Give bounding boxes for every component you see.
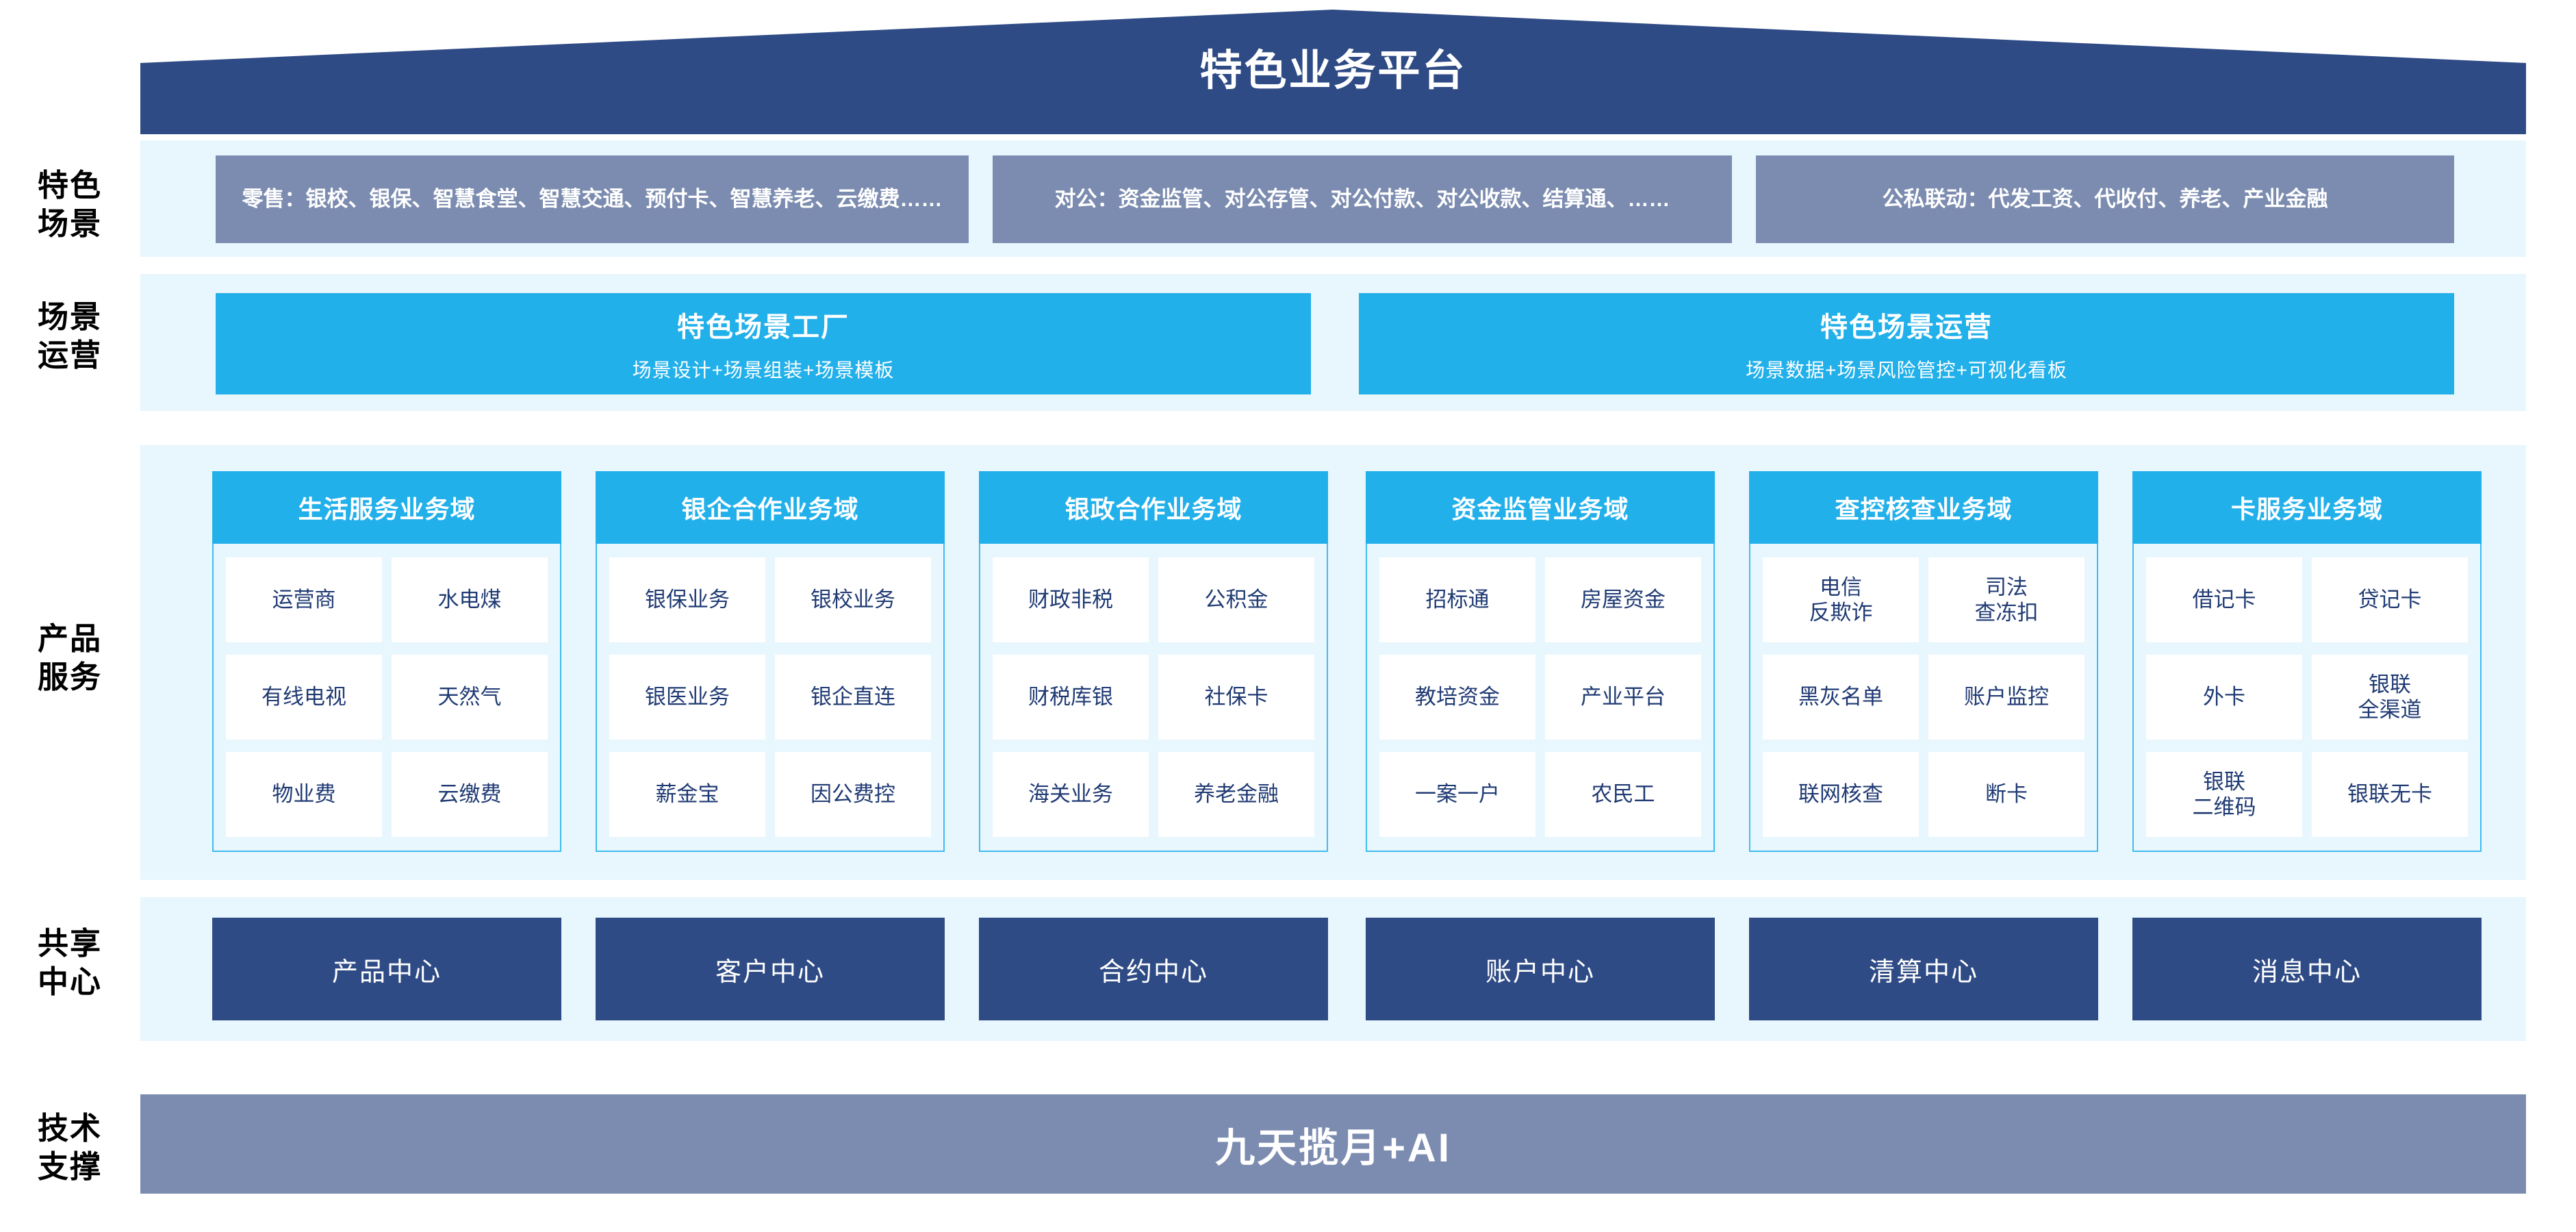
scene-band: 零售：银校、银保、智慧食堂、智慧交通、预付卡、智慧养老、云缴费…… 对公：资金监… [140,140,2526,257]
domain-card-bank-government[interactable]: 银政合作业务域 财政非税 公积金 财税库银 社保卡 海关业务 养老金融 [979,471,1328,852]
domain-cell[interactable]: 联网核查 [1763,752,1919,837]
domain-cell[interactable]: 天然气 [392,655,548,740]
rail-label-tech: 技术 支撑 [37,1111,102,1185]
domain-card-life-service[interactable]: 生活服务业务域 运营商 水电煤 有线电视 天然气 物业费 云缴费 [212,471,561,852]
rail-label-ops: 场景 运营 [37,299,102,373]
domain-cell[interactable]: 外卡 [2146,655,2302,740]
ops-factory-title: 特色场景工厂 [677,312,850,342]
domain-cell[interactable]: 养老金融 [1158,752,1314,837]
scene-box-retail[interactable]: 零售：银校、银保、智慧食堂、智慧交通、预付卡、智慧养老、云缴费…… [216,155,969,243]
ops-factory-subtitle: 场景设计+场景组装+场景模板 [632,360,895,381]
domain-title-life-service: 生活服务业务域 [212,471,561,544]
scene-box-public-private[interactable]: 公私联动：代发工资、代收付、养老、产业金融 [1756,155,2454,243]
domain-cell[interactable]: 银联 二维码 [2146,752,2302,837]
ops-operation-subtitle: 场景数据+场景风险管控+可视化看板 [1746,360,2067,381]
domain-cell[interactable]: 房屋资金 [1545,557,1701,642]
domain-cell[interactable]: 财税库银 [993,655,1149,740]
domain-cell[interactable]: 有线电视 [226,655,382,740]
domain-card-investigation[interactable]: 查控核查业务域 电信 反欺诈 司法 查冻扣 黑灰名单 账户监控 联网核查 断卡 [1749,471,2098,852]
domain-title-fund-supervision: 资金监管业务域 [1366,471,1715,544]
domain-cell[interactable]: 薪金宝 [609,752,765,837]
share-box-contract[interactable]: 合约中心 [979,918,1328,1020]
domain-grid-card-service: 借记卡 贷记卡 外卡 银联 全渠道 银联 二维码 银联无卡 [2134,544,2480,851]
domain-grid-investigation: 电信 反欺诈 司法 查冻扣 黑灰名单 账户监控 联网核查 断卡 [1750,544,2097,851]
domain-cell[interactable]: 银联 全渠道 [2312,655,2468,740]
rail-label-scene: 特色 场景 [37,168,102,242]
domain-cell[interactable]: 公积金 [1158,557,1314,642]
domain-cell[interactable]: 一案一户 [1379,752,1535,837]
domain-cell[interactable]: 运营商 [226,557,382,642]
ops-operation-title: 特色场景运营 [1820,312,1993,342]
domain-title-investigation: 查控核查业务域 [1749,471,2098,544]
domain-cell[interactable]: 银企直连 [775,655,931,740]
domain-cell[interactable]: 农民工 [1545,752,1701,837]
ops-box-factory[interactable]: 特色场景工厂 场景设计+场景组装+场景模板 [216,293,1311,394]
domain-grid-bank-government: 财政非税 公积金 财税库银 社保卡 海关业务 养老金融 [980,544,1327,851]
share-box-product[interactable]: 产品中心 [212,918,561,1020]
domain-grid-fund-supervision: 招标通 房屋资金 教培资金 产业平台 一案一户 农民工 [1367,544,1713,851]
domain-cell[interactable]: 断卡 [1928,752,2084,837]
domain-cell[interactable]: 银保业务 [609,557,765,642]
domain-cell[interactable]: 司法 查冻扣 [1928,557,2084,642]
domain-cell[interactable]: 水电煤 [392,557,548,642]
domain-cell[interactable]: 贷记卡 [2312,557,2468,642]
domain-card-card-service[interactable]: 卡服务业务域 借记卡 贷记卡 外卡 银联 全渠道 银联 二维码 银联无卡 [2132,471,2482,852]
domain-cell[interactable]: 物业费 [226,752,382,837]
domain-cell[interactable]: 账户监控 [1928,655,2084,740]
share-box-customer[interactable]: 客户中心 [596,918,945,1020]
domain-cell[interactable]: 云缴费 [392,752,548,837]
domain-title-bank-enterprise: 银企合作业务域 [596,471,945,544]
domain-cell[interactable]: 招标通 [1379,557,1535,642]
domain-cell[interactable]: 因公费控 [775,752,931,837]
domain-cell[interactable]: 海关业务 [993,752,1149,837]
ops-box-operation[interactable]: 特色场景运营 场景数据+场景风险管控+可视化看板 [1359,293,2454,394]
platform-title: 特色业务平台 [1199,47,1467,95]
domain-cell[interactable]: 产业平台 [1545,655,1701,740]
domain-cell[interactable]: 教培资金 [1379,655,1535,740]
product-band: 生活服务业务域 运营商 水电煤 有线电视 天然气 物业费 云缴费 银企合作业务域… [140,445,2526,880]
rail-label-share: 共享 中心 [37,926,102,1000]
domain-cell[interactable]: 银联无卡 [2312,752,2468,837]
ops-band: 特色场景工厂 场景设计+场景组装+场景模板 特色场景运营 场景数据+场景风险管控… [140,274,2526,411]
domain-title-card-service: 卡服务业务域 [2132,471,2482,544]
domain-cell[interactable]: 黑灰名单 [1763,655,1919,740]
platform-roof-banner: 特色业务平台 [140,10,2526,134]
domain-cell[interactable]: 电信 反欺诈 [1763,557,1919,642]
domain-title-bank-government: 银政合作业务域 [979,471,1328,544]
domain-cell[interactable]: 银医业务 [609,655,765,740]
share-box-account[interactable]: 账户中心 [1366,918,1715,1020]
domain-card-bank-enterprise[interactable]: 银企合作业务域 银保业务 银校业务 银医业务 银企直连 薪金宝 因公费控 [596,471,945,852]
domain-grid-bank-enterprise: 银保业务 银校业务 银医业务 银企直连 薪金宝 因公费控 [597,544,943,851]
domain-grid-life-service: 运营商 水电煤 有线电视 天然气 物业费 云缴费 [214,544,560,851]
tech-support-bar[interactable]: 九天揽月+AI [140,1094,2526,1194]
share-box-message[interactable]: 消息中心 [2132,918,2482,1020]
domain-cell[interactable]: 银校业务 [775,557,931,642]
rail-label-product: 产品 服务 [37,621,102,695]
domain-cell[interactable]: 财政非税 [993,557,1149,642]
share-box-clearing[interactable]: 清算中心 [1749,918,2098,1020]
domain-cell[interactable]: 借记卡 [2146,557,2302,642]
domain-card-fund-supervision[interactable]: 资金监管业务域 招标通 房屋资金 教培资金 产业平台 一案一户 农民工 [1366,471,1715,852]
share-band: 产品中心 客户中心 合约中心 账户中心 清算中心 消息中心 [140,897,2526,1041]
scene-box-corporate[interactable]: 对公：资金监管、对公存管、对公付款、对公收款、结算通、…… [993,155,1732,243]
domain-cell[interactable]: 社保卡 [1158,655,1314,740]
